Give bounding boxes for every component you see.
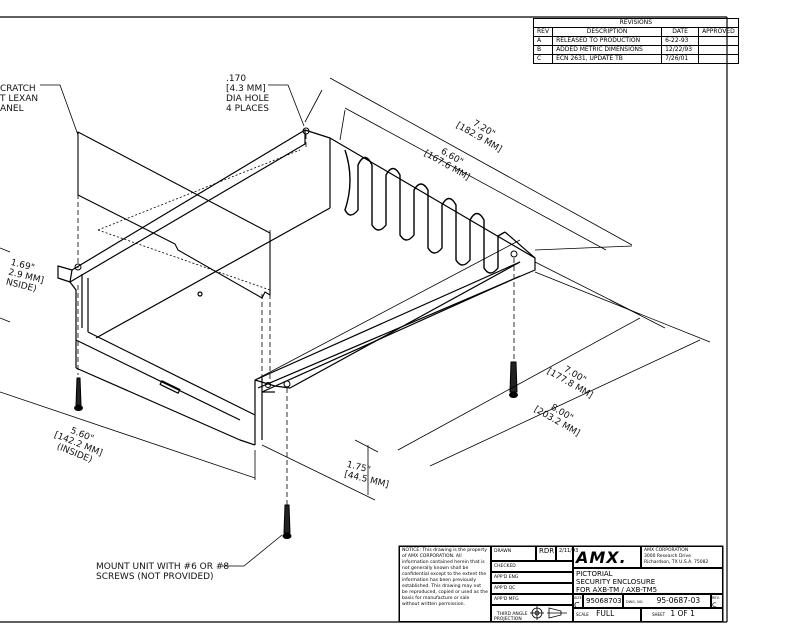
company-name: AMX CORPORATION	[644, 548, 689, 553]
revision-date: 12/22/93	[661, 45, 700, 55]
revision-approved	[698, 54, 739, 64]
title-block-size: SIZE C	[573, 594, 583, 610]
title-block-appd-qc-label: APP'D QC	[491, 583, 573, 594]
title-block-drawn-label: DRAWN	[491, 546, 536, 561]
title-block-scale: SCALE FULL	[573, 608, 641, 622]
projection-label: THIRD ANGLE PROJECTION	[494, 612, 528, 622]
title-block-notice: NOTICE: This drawing is the property of …	[399, 546, 491, 622]
dwg-no-value: 95-0687-03	[656, 596, 701, 605]
callout-scratch-lexan: CRATCH T LEXAN ANEL	[0, 84, 39, 114]
revision-approved	[698, 36, 739, 46]
revisions-header-approved: APPROVED	[698, 27, 739, 37]
size-label: SIZE	[574, 596, 582, 600]
revision-row: B ADDED METRIC DIMENSIONS 12/22/93	[532, 45, 739, 55]
title-block-sheet: SHEET 1 OF 1	[641, 608, 723, 622]
revision-date: 7/26/01	[661, 54, 700, 64]
revision-rev: B	[532, 45, 554, 55]
third-angle-projection-icon	[530, 606, 567, 620]
title-block-drawn-by: RDR	[536, 546, 556, 561]
revision-description: ADDED METRIC DIMENSIONS	[552, 45, 663, 55]
revisions-header-date: DATE	[661, 27, 700, 37]
revisions-header-description: DESCRIPTION	[552, 27, 663, 37]
revision-date: 6-22-93	[661, 36, 700, 46]
amx-logo: AMX.	[573, 546, 641, 568]
title-block-projection: THIRD ANGLE PROJECTION	[491, 605, 573, 622]
title-block-drawn-date: 2/11/93	[556, 546, 578, 561]
company-address-1: 3000 Research Drive	[644, 554, 691, 559]
revision-row: A RELEASED TO PRODUCTION 6-22-93	[532, 36, 739, 46]
scale-label: SCALE	[576, 612, 589, 617]
drawing-title: PICTORIAL SECURITY ENCLOSURE FOR AXB-TM …	[573, 568, 723, 594]
callout-hole-diameter: .170 [4.3 MM] DIA HOLE 4 PLACES	[226, 74, 270, 114]
part-number: 95068703	[583, 594, 623, 608]
sheet-value: 1 OF 1	[670, 609, 695, 618]
dwg-no-label: DWG. NO.	[626, 600, 644, 604]
title-block-dwg-no: DWG. NO. 95-0687-03	[623, 594, 711, 608]
sheet-label: SHEET	[652, 612, 666, 617]
revisions-header-rev: REV	[532, 27, 554, 37]
scale-value: FULL	[596, 609, 615, 618]
revisions-table: REVISIONS REV DESCRIPTION DATE APPROVED …	[532, 18, 739, 64]
title-block-company: AMX CORPORATION 3000 Research Drive Rich…	[641, 546, 723, 568]
revision-row: C ECN 2631, UPDATE TB 7/26/01	[532, 54, 739, 64]
company-address-2: Richardson, TX U.S.A. 75082	[644, 560, 709, 565]
title-block-appd-eng-label: APP'D ENG	[491, 572, 573, 583]
callout-mount-screws: MOUNT UNIT WITH #6 OR #8 SCREWS (NOT PRO…	[96, 562, 230, 582]
revision-description: ECN 2631, UPDATE TB	[552, 54, 663, 64]
rev-value: C	[712, 601, 717, 609]
title-block-checked-label: CHECKED	[491, 561, 573, 572]
title-block-appd-mfg-label: APP'D MFG	[491, 594, 573, 605]
revision-description: RELEASED TO PRODUCTION	[552, 36, 663, 46]
size-value: C	[574, 601, 580, 610]
revision-approved	[698, 45, 739, 55]
revisions-title: REVISIONS	[533, 18, 739, 28]
revision-rev: C	[532, 54, 554, 64]
title-block-rev: REV. C	[711, 594, 723, 609]
rev-label: REV.	[712, 596, 720, 600]
revision-rev: A	[532, 36, 554, 46]
